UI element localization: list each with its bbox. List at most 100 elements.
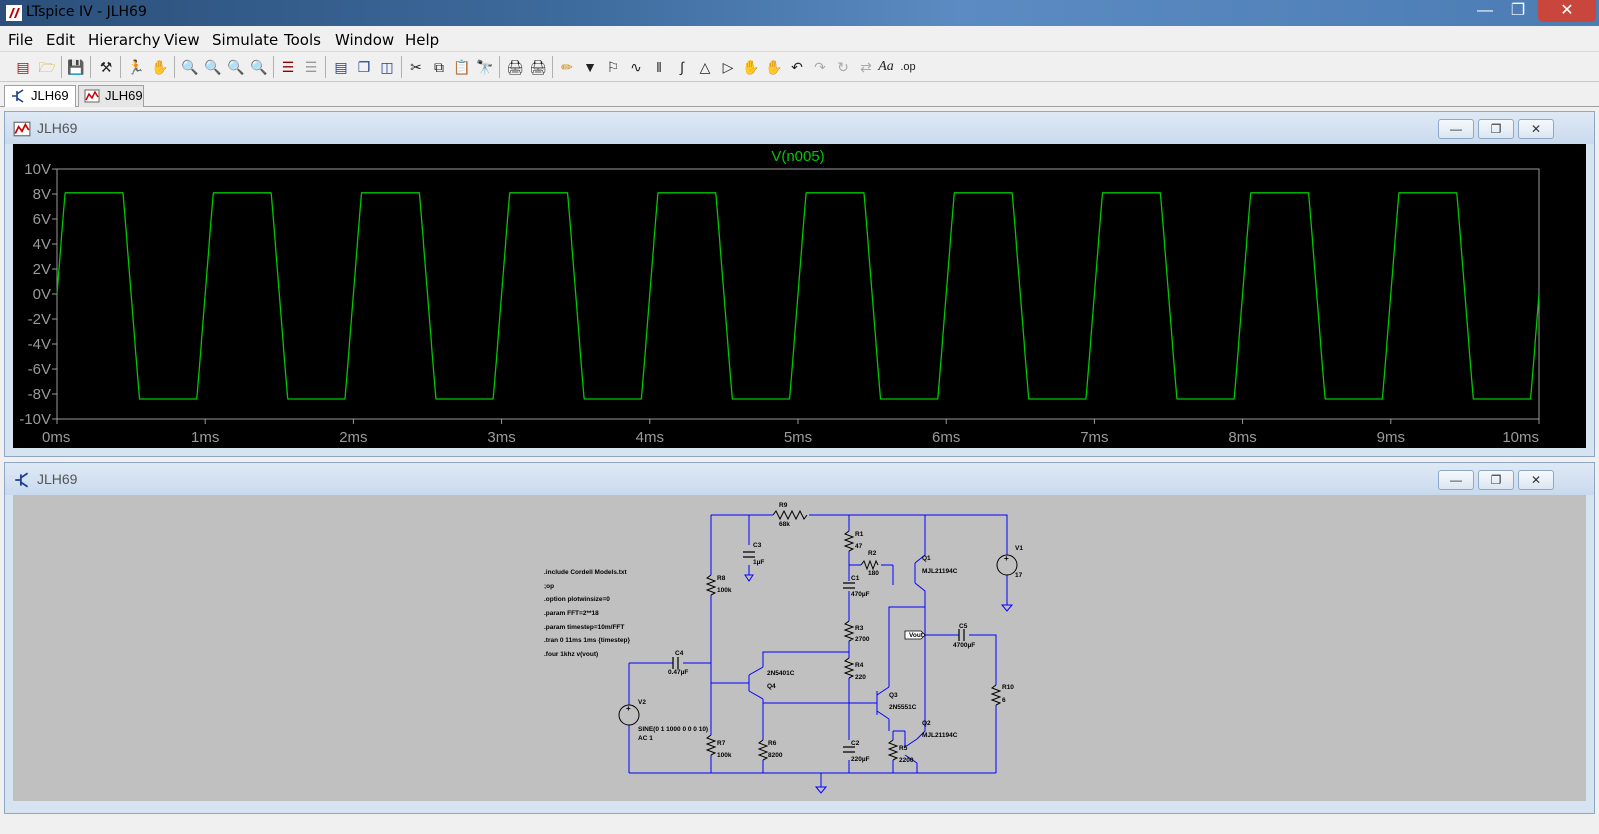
menu-file[interactable]: File — [8, 31, 34, 49]
rotate-icon[interactable]: ↻ — [837, 59, 849, 75]
y-tick-label: -2V — [28, 311, 51, 328]
label-r2: R2 — [868, 550, 877, 557]
schematic-close-button[interactable]: ✕ — [1518, 470, 1554, 490]
diode-icon[interactable]: △ — [699, 59, 711, 75]
component-icon[interactable]: ▷ — [722, 59, 734, 75]
schematic-restore-button[interactable]: ❐ — [1478, 470, 1514, 490]
zoom-in-icon[interactable]: 🔍 — [181, 59, 199, 75]
fft-icon[interactable]: ☰ — [304, 59, 318, 75]
value-r5: 2200 — [899, 757, 914, 764]
save-icon[interactable]: 💾 — [67, 59, 85, 75]
label-r8: R8 — [717, 575, 726, 582]
drag-icon[interactable]: ✋ — [765, 59, 783, 75]
value-r10: 6 — [1002, 697, 1006, 704]
tab-waveform[interactable]: JLH69 — [78, 85, 144, 107]
paste-icon[interactable]: 📋 — [453, 59, 471, 75]
y-tick-label: 8V — [33, 186, 51, 203]
redo-icon[interactable]: ↷ — [814, 59, 826, 75]
net-label-flag — [904, 630, 926, 640]
label-r3: R3 — [855, 625, 864, 632]
ground-v1 — [1000, 604, 1014, 612]
label-r10: R10 — [1002, 684, 1014, 691]
halt-icon[interactable]: ✋ — [151, 59, 169, 75]
copy-icon[interactable]: ⧉ — [434, 59, 444, 75]
undo-icon[interactable]: ↶ — [791, 59, 803, 75]
model-q2: MJL21194C — [922, 732, 958, 739]
menu-hierarchy[interactable]: Hierarchy — [88, 31, 161, 49]
label-v1: V1 — [1015, 545, 1023, 552]
open-folder-icon[interactable]: 🗁 — [38, 59, 56, 75]
menu-edit[interactable]: Edit — [46, 31, 76, 49]
cut-icon[interactable]: ✂ — [410, 59, 422, 75]
value-r7: 100k — [717, 752, 732, 759]
schematic-minimize-button[interactable]: — — [1438, 470, 1474, 490]
move-icon[interactable]: ✋ — [742, 59, 760, 75]
text-icon[interactable]: Aa — [878, 59, 894, 74]
resistor-icon[interactable]: ∿ — [630, 59, 642, 75]
y-tick-label: 2V — [33, 261, 51, 278]
menu-simulate[interactable]: Simulate — [212, 31, 279, 49]
y-tick-label: -6V — [28, 361, 51, 378]
pan-icon[interactable]: 🔍 — [204, 59, 222, 75]
zoom-fit-icon[interactable]: 🔍 — [250, 59, 268, 75]
inductor-icon[interactable]: ∫ — [680, 59, 684, 75]
x-tick-label: 0ms — [42, 429, 70, 446]
schematic-icon — [12, 89, 24, 103]
window-title: LTspice IV - JLH69 — [26, 4, 147, 20]
label-r5: R5 — [899, 745, 908, 752]
run-icon[interactable]: 🏃 — [127, 59, 145, 75]
label-v2: V2 — [638, 699, 646, 706]
schematic-window-title: JLH69 — [37, 471, 78, 487]
directive-include: .include Cordell Models.txt — [544, 569, 628, 576]
schematic-window-titlebar[interactable]: JLH69 — ❐ ✕ — [5, 463, 1594, 495]
plot-window-title: JLH69 — [37, 120, 78, 136]
model-q4: 2N5401C — [767, 670, 795, 677]
plot-window-titlebar[interactable]: JLH69 — ❐ ✕ — [5, 112, 1594, 144]
label-net-icon[interactable]: ⚐ — [606, 59, 620, 75]
x-tick-label: 6ms — [932, 429, 960, 446]
wire-icon[interactable]: ✏ — [561, 59, 573, 75]
new-schematic-icon[interactable]: ▤ — [16, 59, 30, 75]
plot-close-button[interactable]: ✕ — [1518, 119, 1554, 139]
resistor-r3 — [843, 620, 855, 642]
autorange-icon[interactable]: ☰ — [281, 59, 295, 75]
menu-help[interactable]: Help — [405, 31, 440, 49]
print-icon[interactable]: 🖨 — [529, 59, 547, 75]
menu-view[interactable]: View — [164, 31, 200, 49]
maximize-window-button[interactable]: ❐ — [1510, 2, 1526, 19]
schematic-canvas[interactable]: + + .include Cordell Models.txt ;op .opt… — [13, 495, 1586, 801]
ground-icon[interactable]: ▼ — [583, 59, 597, 75]
control-panel-icon[interactable]: ⚒ — [99, 59, 113, 75]
value-v1: 17 — [1015, 572, 1023, 579]
minimize-window-button[interactable]: — — [1477, 2, 1493, 19]
grounds — [744, 574, 1014, 794]
value-r1: 47 — [855, 543, 863, 550]
plot-restore-button[interactable]: ❐ — [1478, 119, 1514, 139]
cascade-icon[interactable]: ❐ — [357, 59, 371, 75]
value-c2: 220µF — [851, 756, 870, 763]
ltspice-logo-icon — [6, 5, 22, 21]
tab-schematic[interactable]: JLH69 — [4, 85, 76, 107]
label-q3: Q3 — [889, 692, 898, 699]
x-tick-label: 2ms — [339, 429, 367, 446]
wires — [628, 514, 1008, 787]
zoom-out-icon[interactable]: 🔍 — [227, 59, 245, 75]
plot-minimize-button[interactable]: — — [1438, 119, 1474, 139]
capacitors — [672, 551, 965, 753]
value-r3: 2700 — [855, 636, 870, 643]
trace-v-n005[interactable] — [56, 192, 1540, 400]
schematic-drawing[interactable]: + + .include Cordell Models.txt ;op .opt… — [13, 495, 1586, 801]
capacitor-icon[interactable]: ‖ — [656, 59, 662, 75]
mirror-icon[interactable]: ⇄ — [860, 59, 872, 75]
tile-horizontal-icon[interactable]: ▤ — [334, 59, 348, 75]
menu-window[interactable]: Window — [335, 31, 395, 49]
print-setup-icon[interactable]: 🖨 — [506, 59, 524, 75]
spice-directive-icon[interactable]: .op — [900, 61, 916, 73]
close-window-button[interactable]: ✕ — [1538, 0, 1596, 22]
find-icon[interactable]: 🔭 — [476, 59, 494, 75]
tile-vertical-icon[interactable]: ◫ — [380, 59, 394, 75]
menu-tools[interactable]: Tools — [284, 31, 321, 49]
